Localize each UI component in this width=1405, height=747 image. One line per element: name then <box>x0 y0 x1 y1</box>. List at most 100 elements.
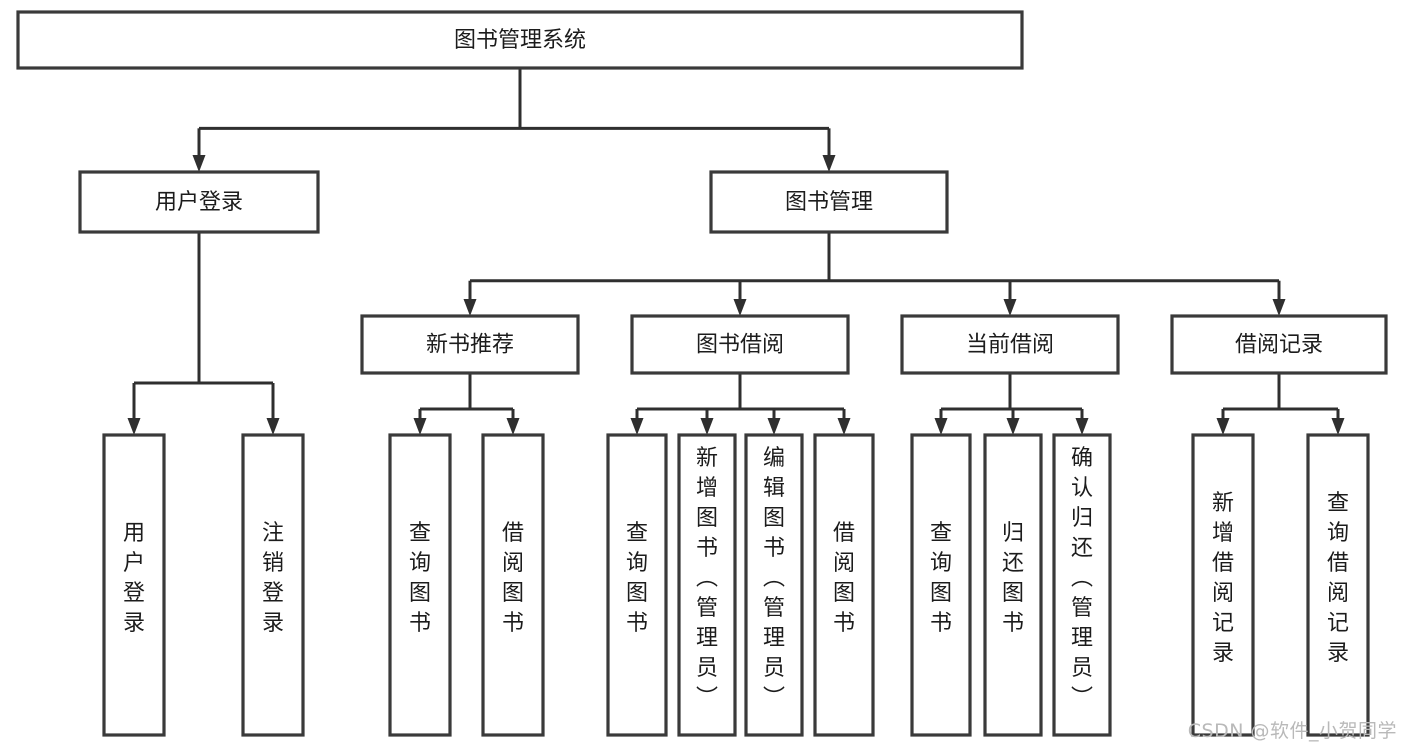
node-leaf9[interactable]: 查询图书 <box>910 433 972 737</box>
label-char: 录 <box>123 611 145 636</box>
connector-group-l2b <box>630 373 851 435</box>
node-leaf13[interactable]: 查询借阅记录 <box>1306 433 1370 737</box>
node-box[interactable] <box>910 433 972 737</box>
label-char: 还 <box>1071 536 1093 561</box>
node-label: 借阅记录 <box>1235 333 1323 358</box>
node-label: 归还图书 <box>1002 521 1024 636</box>
connector-group-root <box>192 68 836 172</box>
label-char: 查 <box>930 521 952 546</box>
node-leaf2[interactable]: 注销登录 <box>241 433 305 737</box>
label-char: 书 <box>930 611 952 636</box>
label-char: 书 <box>763 536 785 561</box>
label-char: 销 <box>262 551 284 576</box>
label-char: 新 <box>1212 491 1234 516</box>
node-box[interactable] <box>606 433 668 737</box>
node-label: 用户登录 <box>123 521 145 636</box>
node-leaf5[interactable]: 查询图书 <box>606 433 668 737</box>
connector-group-l2d <box>1216 373 1345 435</box>
node-box[interactable] <box>1170 314 1388 375</box>
label-char: 书 <box>696 536 718 561</box>
label-char: 确 <box>1071 446 1093 471</box>
node-box[interactable] <box>1052 433 1112 737</box>
connector-group-l1a <box>127 232 280 435</box>
node-box[interactable] <box>102 433 166 737</box>
label-char: 理 <box>1071 626 1093 651</box>
node-label: 新增借阅记录 <box>1212 491 1234 666</box>
label-char: 员 <box>763 656 785 681</box>
label-char: 阅 <box>1212 581 1234 606</box>
node-box[interactable] <box>388 433 452 737</box>
label-char: 借 <box>502 521 524 546</box>
arrow-head-icon <box>733 299 747 316</box>
label-char: 图 <box>1002 581 1024 606</box>
label-char: 查 <box>409 521 431 546</box>
label-char: 图 <box>409 581 431 606</box>
node-box[interactable] <box>630 314 850 375</box>
node-box[interactable] <box>1306 433 1370 737</box>
node-label: 用户登录 <box>155 190 243 215</box>
node-l2a[interactable]: 新书推荐 <box>360 314 580 375</box>
arrow-head-icon <box>630 418 644 435</box>
label-char: 员 <box>1071 656 1093 681</box>
node-box[interactable] <box>241 433 305 737</box>
label-char: 图 <box>763 506 785 531</box>
node-leaf6[interactable]: 新增图书︵管理员︶ <box>677 433 737 737</box>
node-label: 借阅图书 <box>502 521 524 636</box>
node-root[interactable]: 图书管理系统 <box>16 10 1024 70</box>
label-char: ︶ <box>696 686 718 711</box>
arrow-head-icon <box>1216 418 1230 435</box>
arrow-head-icon <box>837 418 851 435</box>
node-l2d[interactable]: 借阅记录 <box>1170 314 1388 375</box>
label-char: 阅 <box>1327 581 1349 606</box>
node-l2c[interactable]: 当前借阅 <box>900 314 1120 375</box>
label-char: 理 <box>763 626 785 651</box>
node-box[interactable] <box>1191 433 1255 737</box>
node-box[interactable] <box>744 433 804 737</box>
node-l2b[interactable]: 图书借阅 <box>630 314 850 375</box>
node-box[interactable] <box>677 433 737 737</box>
label-char: 书 <box>833 611 855 636</box>
label-char: ︵ <box>1071 566 1093 591</box>
node-leaf10[interactable]: 归还图书 <box>983 433 1043 737</box>
node-l1a[interactable]: 用户登录 <box>78 170 320 234</box>
node-box[interactable] <box>16 10 1024 70</box>
connector-group-l2c <box>934 373 1089 435</box>
arrow-head-icon <box>266 418 280 435</box>
node-box[interactable] <box>900 314 1120 375</box>
node-leaf8[interactable]: 借阅图书 <box>813 433 875 737</box>
node-leaf3[interactable]: 查询图书 <box>388 433 452 737</box>
node-box[interactable] <box>481 433 545 737</box>
label-char: 借 <box>1212 551 1234 576</box>
node-box[interactable] <box>983 433 1043 737</box>
label-char: 录 <box>262 611 284 636</box>
node-leaf11[interactable]: 确认归还︵管理员︶ <box>1052 433 1112 737</box>
label-char: 新 <box>696 446 718 471</box>
label-char: 借 <box>1327 551 1349 576</box>
arrow-head-icon <box>127 418 141 435</box>
label-char: ︶ <box>763 686 785 711</box>
node-box[interactable] <box>813 433 875 737</box>
label-char: 理 <box>696 626 718 651</box>
arrow-head-icon <box>1006 418 1020 435</box>
arrow-head-icon <box>1272 299 1286 316</box>
arrow-head-icon <box>934 418 948 435</box>
node-leaf4[interactable]: 借阅图书 <box>481 433 545 737</box>
label-char: 户 <box>123 551 145 576</box>
connector-layer <box>127 68 1345 435</box>
arrow-head-icon <box>192 155 206 172</box>
node-l1b[interactable]: 图书管理 <box>709 170 949 234</box>
node-box[interactable] <box>360 314 580 375</box>
label-char: 询 <box>930 551 952 576</box>
node-leaf7[interactable]: 编辑图书︵管理员︶ <box>744 433 804 737</box>
node-label: 查询图书 <box>930 521 952 636</box>
node-box[interactable] <box>78 170 320 234</box>
node-leaf1[interactable]: 用户登录 <box>102 433 166 737</box>
label-char: 编 <box>763 446 785 471</box>
node-leaf12[interactable]: 新增借阅记录 <box>1191 433 1255 737</box>
label-char: 归 <box>1002 521 1024 546</box>
node-box[interactable] <box>709 170 949 234</box>
arrow-head-icon <box>1003 299 1017 316</box>
label-char: 辑 <box>763 476 785 501</box>
